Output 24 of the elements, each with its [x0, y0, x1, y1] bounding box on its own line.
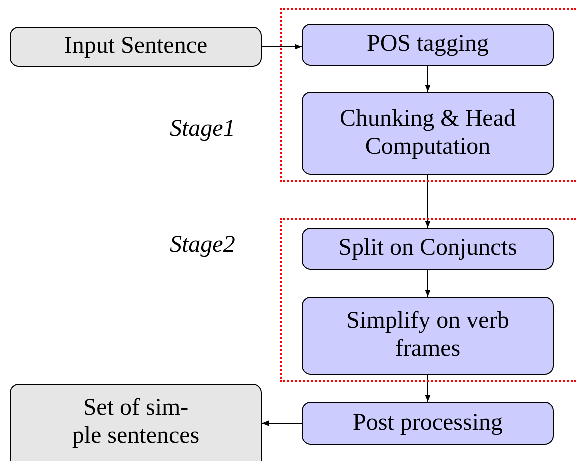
stage-label: Stage2: [170, 232, 236, 259]
dotted-stage-frame: [280, 8, 576, 182]
arrow: [262, 44, 302, 50]
node-text: Input Sentence: [63, 33, 209, 61]
process-box: [302, 297, 554, 375]
process-box: [302, 92, 554, 175]
node-text: Split on Conjuncts: [338, 235, 518, 263]
arrow: [425, 374, 431, 402]
node-text: Set of sim- ple sentences: [71, 395, 201, 451]
dotted-stage-frame: [280, 218, 576, 382]
node-text: Simplify on verb frames: [346, 308, 510, 364]
arrow: [425, 174, 431, 228]
process-box: [302, 24, 554, 66]
arrow: [262, 420, 302, 426]
process-box: [302, 228, 554, 270]
node-text: Chunking & Head Computation: [339, 106, 517, 162]
input-output-box: [10, 27, 262, 67]
process-box: [302, 402, 554, 445]
stage-label: Stage1: [170, 116, 236, 143]
arrow: [425, 66, 431, 92]
input-output-box: [10, 384, 262, 461]
arrow: [425, 270, 431, 298]
node-text: Post processing: [352, 410, 504, 438]
node-text: POS tagging: [366, 31, 490, 59]
